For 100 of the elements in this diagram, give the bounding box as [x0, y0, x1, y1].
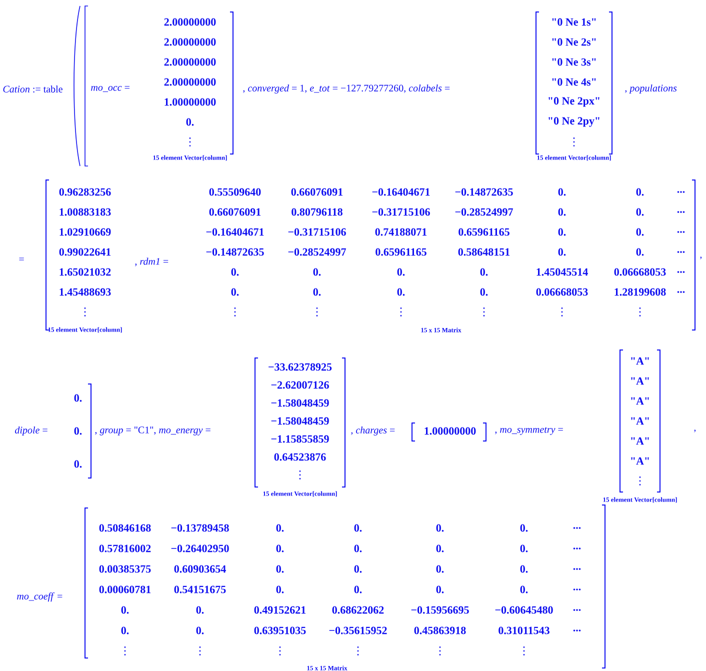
matrix-entry: 0.	[558, 208, 566, 216]
expression-text: dipole =	[15, 426, 48, 436]
matrix-entry: 0.	[636, 228, 644, 236]
matrix-entry: 0.	[196, 626, 204, 634]
matrix-entry: 0.	[276, 544, 284, 552]
vector-entry: "0 Ne 3s"	[552, 58, 596, 66]
vector-entry: 0.	[74, 427, 82, 435]
matrix-entry: −0.31715106	[372, 208, 430, 216]
matrix-entry: 0.	[636, 188, 644, 196]
matrix-entry: −0.35615952	[329, 626, 387, 634]
expression-text: ,	[700, 256, 702, 260]
matrix-entry: −0.60645480	[495, 606, 553, 614]
matrix-entry: 0.65961165	[376, 248, 426, 256]
matrix-entry: 0.66076091	[291, 188, 343, 196]
vector-entry: 1.00000000	[164, 98, 216, 106]
vector-entry: "0 Ne 1s"	[552, 18, 596, 26]
expression-text: mo_coeff =	[17, 592, 62, 602]
matrix-entry: ⋮	[279, 646, 281, 656]
matrix-entry: 1.28199608	[614, 288, 666, 296]
matrix-entry: 0.	[121, 626, 129, 634]
vector-entry: 1.65021032	[60, 268, 111, 276]
vector-entry: "A"	[631, 357, 649, 365]
matrix-entry: ⋮	[400, 308, 402, 316]
matrix-entry: 0.	[636, 248, 644, 256]
matrix-entry: ⋮	[234, 308, 236, 316]
matrix-entry: −0.28524997	[455, 208, 513, 216]
matrix-entry: ⋮	[124, 646, 126, 656]
matrix-entry: 0.	[520, 524, 528, 532]
matrix-entry: ...	[677, 231, 685, 233]
vector-entry: "A"	[631, 457, 649, 465]
vector-entry: ⋮	[639, 476, 641, 486]
matrix-entry: 0.06668053	[614, 268, 666, 276]
matrix-entry: 0.74188071	[375, 228, 427, 236]
matrix-entry: −0.26402950	[171, 544, 229, 552]
expression-text: , mo_symmetry =	[495, 427, 563, 435]
matrix-entry: 0.49152621	[254, 606, 306, 614]
expression-text: , populations	[625, 84, 677, 94]
matrix-entry: 1.45045514	[536, 268, 588, 276]
expression-text: =	[19, 258, 24, 260]
matrix-entry: 0.	[231, 268, 239, 276]
expression-text: , converged = 1, e_tot = −127.79277260, colabels =	[243, 84, 450, 94]
matrix-entry: ...	[573, 527, 581, 529]
vector-entry: −1.58048459	[271, 399, 329, 407]
matrix-entry: 0.50846168	[99, 524, 151, 532]
matrix-entry: ⋮	[357, 646, 359, 656]
matrix-entry: 0.	[313, 288, 321, 296]
matrix-entry: 0.55509640	[209, 188, 261, 196]
matrix-entry: 0.65961165	[458, 228, 510, 236]
matrix-entry: 0.	[354, 586, 362, 594]
matrix-entry: ...	[677, 271, 685, 273]
matrix-entry: 0.	[520, 586, 528, 594]
vector-entry: 2.00000000	[164, 58, 216, 66]
matrix-entry: 0.	[520, 544, 528, 552]
matrix-entry: 0.68622062	[332, 606, 384, 614]
matrix-entry: 0.	[276, 524, 284, 532]
matrix-entry: 0.	[121, 606, 129, 614]
expression-text: mo_occ =	[91, 86, 130, 92]
matrix-entry: 0.58648151	[458, 248, 510, 256]
matrix-entry: 0.45863918	[414, 626, 466, 634]
matrix-entry: ...	[677, 291, 685, 293]
vector-entry: "0 Ne 4s"	[552, 78, 596, 86]
matrix-entry: 0.80796118	[292, 208, 342, 216]
matrix-entry: 0.	[558, 188, 566, 196]
matrix-entry: −0.31715106	[288, 228, 346, 236]
matrix-entry: ...	[573, 588, 581, 590]
vector-entry: 2.00000000	[164, 78, 216, 86]
matrix-entry: 0.00060781	[99, 586, 151, 594]
matrix-entry: ⋮	[439, 646, 441, 656]
vector-entry: 1.45488693	[60, 288, 111, 296]
matrix-entry: 0.	[436, 524, 444, 532]
matrix-entry: ...	[573, 609, 581, 611]
matrix-entry: ...	[573, 548, 581, 550]
matrix-entry: 0.00385375	[99, 565, 151, 573]
matrix-entry: 0.	[397, 288, 405, 296]
vector-entry: 0.64523876	[274, 453, 326, 461]
matrix-entry: −0.14872635	[455, 188, 513, 196]
expression-text: Cation := table	[3, 85, 62, 93]
vector-entry: −33.62378925	[268, 363, 332, 371]
vector-entry: ⋮	[299, 470, 301, 480]
matrix-entry: 0.	[636, 208, 644, 216]
matrix-entry: 0.	[480, 268, 488, 276]
matrix-entry: ...	[573, 568, 581, 570]
expression-text: , charges =	[351, 426, 395, 436]
vector-entry: 2.00000000	[164, 18, 216, 26]
matrix-entry: 0.54151675	[174, 586, 226, 594]
matrix-entry: −0.28524997	[288, 248, 346, 256]
vector-entry: −1.58048459	[271, 417, 329, 425]
matrix-entry: 0.66076091	[209, 208, 261, 216]
matrix-entry: 0.	[313, 268, 321, 276]
matrix-entry: ...	[573, 630, 581, 632]
matrix-entry: ⋮	[523, 646, 525, 656]
matrix-entry: −0.16404671	[206, 228, 264, 236]
vector-entry: "0 Ne 2px"	[548, 97, 600, 107]
matrix-entry: −0.13789458	[171, 524, 229, 532]
matrix-entry: ⋮	[561, 308, 563, 316]
matrix-entry: 0.	[520, 565, 528, 573]
vector-entry: "A"	[631, 437, 649, 445]
vector-entry: 1.00883183	[60, 208, 111, 216]
matrix-entry: 0.	[196, 606, 204, 614]
matrix-entry: 0.	[436, 565, 444, 573]
